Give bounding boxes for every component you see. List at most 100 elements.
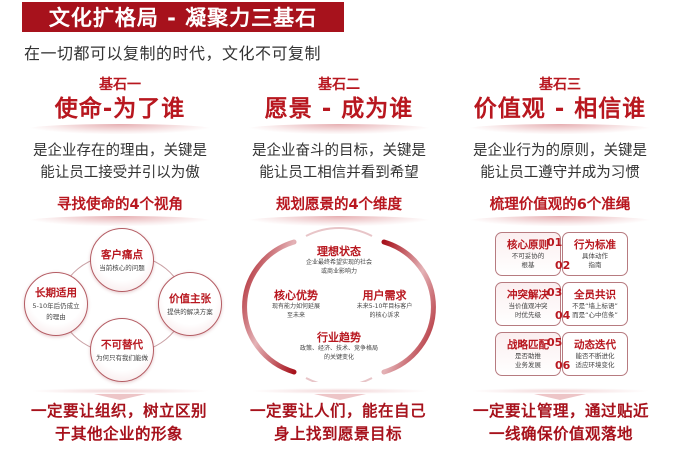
pillar-kicker: 基石三 [539,77,581,93]
dimension-title: 核心优势 [274,289,318,302]
perspective-irreplaceable: 不可替代 为何只有我们能做 [90,318,154,382]
vision-conclusion: 一定要让人们，能在自己 身上找到愿景目标 [223,400,453,446]
pillar-title: 使命-为了谁 [54,96,186,122]
conclusion-line: 于其他企业的形象 [54,425,183,443]
conclusion-line: 一线确保价值观落地 [488,425,633,443]
criterion-title: 动态迭代 [574,339,616,351]
section-label: 寻找使命的4个视角 [56,197,184,213]
pillar-description: 是企业存在的理由，关键是 能让员工接受并引以为傲 [15,140,225,184]
perspective-long-term: 长期适用 5-10年后仍成立 的理由 [24,272,88,336]
criterion-core-principle: 核心原则 不可妥协的 根基 [495,232,561,276]
dimension-sub: 企业最终希望实现的社会 [305,259,372,266]
conclusion-line: 一定要让人们，能在自己 [249,402,426,420]
mission-conclusion: 一定要让组织，树立区别 于其他企业的形象 [4,400,234,446]
pillar-vision: 基石二 愿景 - 成为谁 是企业奋斗的目标，关键是 能让员工相信并看到希望 规划… [234,76,444,226]
circle-title: 长期适用 [35,287,77,299]
arc-divider [27,216,213,226]
circle-title: 不可替代 [101,338,143,351]
arc-divider [467,216,653,226]
criterion-consensus: 全员共识 不是“墙上标语” 而是“心中信条” [562,282,628,326]
criterion-sub: 不是“墙上标语” [572,302,618,310]
pillar-kicker: 基石一 [99,77,141,93]
criterion-number: 06 [555,359,571,372]
criterion-title: 战略匹配 [507,339,549,351]
pillar-mission: 基石一 使命-为了谁 是企业存在的理由，关键是 能让员工接受并引以为傲 寻找使命… [15,76,225,226]
dimension-title: 理想状态 [317,245,361,258]
dimension-sub: 未来5-10年目标客户 [356,303,413,310]
desc-line: 能让员工相信并看到希望 [259,165,419,181]
dimension-ideal-state: 理想状态 企业最终希望实现的社会 或商业影响力 [289,244,389,276]
pillar-description: 是企业行为的原则，关键是 能让员工遵守并成为习惯 [455,140,665,184]
ring-arc-icon [242,226,436,382]
dimension-sub: 政策、经济、技术、竞争格局 [299,345,378,352]
criterion-sub: 时优先级 [515,311,541,319]
desc-line: 能让员工遵守并成为习惯 [480,165,640,181]
pillar-values: 基石三 价值观 - 相信谁 是企业行为的原则，关键是 能让员工遵守并成为习惯 梳… [455,76,665,226]
chevron-down-icon [470,388,650,400]
criterion-sub: 根基 [521,261,535,269]
desc-line: 能让员工接受并引以为傲 [40,165,200,181]
criterion-sub: 能否不断进化 [575,352,615,360]
criterion-sub: 业务发展 [515,361,541,369]
criterion-sub: 不可妥协的 [511,252,545,260]
criterion-title: 核心原则 [507,239,549,251]
criterion-title: 行为标准 [574,239,616,251]
criterion-number: 04 [555,309,571,322]
dimension-title: 用户需求 [362,289,407,302]
circle-sub: 为何只有我们能做 [96,353,148,362]
pillar-title: 愿景 - 成为谁 [264,96,414,122]
criterion-number: 05 [547,336,563,349]
dimension-sub: 现有能力如何延展 [271,303,320,310]
criterion-conflict-resolution: 冲突解决 当价值观冲突 时优先级 [495,282,561,326]
section-label: 规划愿景的4个维度 [275,197,403,213]
vision-dimensions-diagram: 理想状态 企业最终希望实现的社会 或商业影响力 核心优势 现有能力如何延展 至未… [234,222,444,382]
conclusion-line: 身上找到愿景目标 [273,425,402,443]
dimension-user-needs: 用户需求 未来5-10年目标客户 的核心诉求 [342,288,427,320]
dimension-sub: 至未来 [286,311,305,319]
arc-divider [467,124,653,134]
criterion-strategic-fit: 战略匹配 是否助推 业务发展 [495,332,561,376]
desc-line: 是企业行为的原则，关键是 [473,143,647,159]
criterion-title: 冲突解决 [507,289,549,301]
title-banner: 文化扩格局 - 凝聚力三基石 [22,2,344,32]
criterion-number: 01 [547,236,563,249]
desc-line: 是企业奋斗的目标，关键是 [252,143,426,159]
circle-sub: 的理由 [46,313,66,321]
pillar-title: 价值观 - 相信谁 [473,96,647,122]
dimension-core-advantage: 核心优势 现有能力如何延展 至未来 [256,288,336,320]
criterion-sub: 具体动作 [582,252,608,260]
dimension-sub: 或商业影响力 [320,267,357,275]
page-subtitle: 在一切都可以复制的时代，文化不可复制 [24,44,322,63]
page-title: 文化扩格局 - 凝聚力三基石 [48,6,318,30]
criterion-sub: 当价值观冲突 [508,302,548,310]
mission-perspectives-diagram: 客户痛点 当前核心的问题 价值主张 提供的解决方案 不可替代 为何只有我们能做 … [18,222,228,382]
circle-sub: 提供的解决方案 [167,307,213,316]
dimension-sub: 的关键变化 [323,353,354,361]
circle-sub: 5-10年后仍成立 [32,302,80,310]
circle-title: 价值主张 [169,292,211,305]
perspective-customer-pain: 客户痛点 当前核心的问题 [90,228,154,292]
circle-title: 客户痛点 [101,248,143,261]
arc-divider [246,124,432,134]
chevron-down-icon [30,388,210,400]
chevron-down-icon [250,388,430,400]
conclusion-line: 一定要让组织，树立区别 [30,402,207,420]
perspective-value-proposition: 价值主张 提供的解决方案 [158,272,222,336]
dimension-industry-trends: 行业趋势 政策、经济、技术、竞争格局 的关键变化 [284,330,394,362]
criterion-sub: 指南 [588,261,602,269]
criterion-sub: 适应环境变化 [575,361,615,369]
pillar-kicker: 基石二 [318,77,360,93]
desc-line: 是企业存在的理由，关键是 [33,143,207,159]
criterion-sub: 是否助推 [515,352,541,360]
circle-sub: 当前核心的问题 [99,263,145,272]
section-label: 梳理价值观的6个准绳 [489,197,631,213]
arc-divider [27,124,213,134]
criterion-behavior-standard: 行为标准 具体动作 指南 [562,232,628,276]
values-criteria-grid: 核心原则 不可妥协的 根基 行为标准 具体动作 指南 01 02 冲突解决 当价… [455,222,665,382]
criterion-number: 02 [555,259,571,272]
conclusion-line: 一定要让管理，通过贴近 [472,402,649,420]
criterion-number: 03 [547,286,563,299]
dimension-sub: 的核心诉求 [369,311,400,319]
criterion-sub: 而是“心中信条” [572,311,618,319]
arc-divider [246,216,432,226]
